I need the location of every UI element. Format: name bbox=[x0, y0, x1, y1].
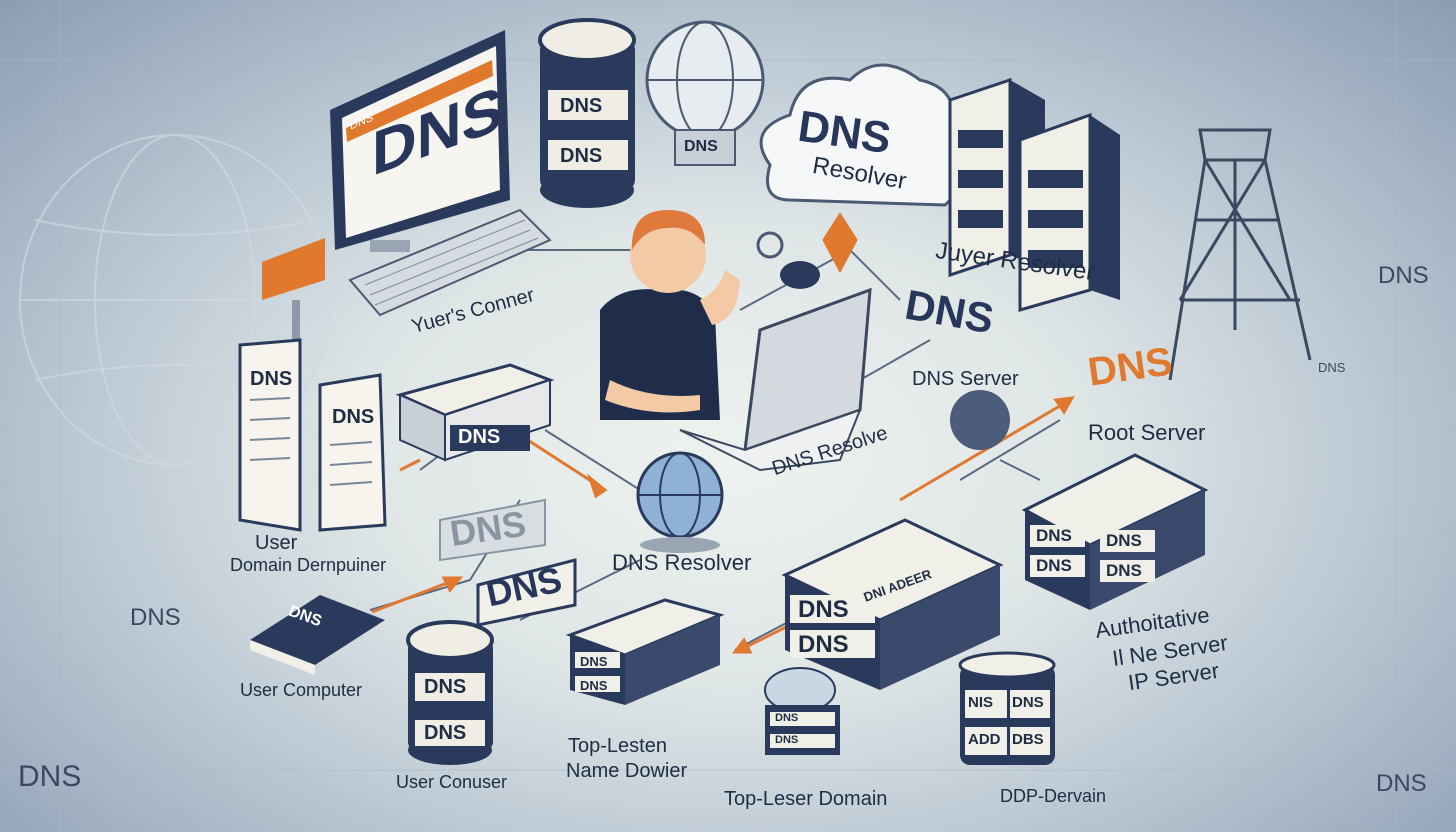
label-user-computer: User Computer bbox=[240, 680, 363, 700]
side-right-label: DNS bbox=[1318, 360, 1346, 375]
server-stack-large-icon bbox=[781, 518, 1004, 690]
label-user-conuser: User Conuser bbox=[396, 772, 508, 792]
label-user: User bbox=[255, 532, 298, 554]
nis-server-stack-icon bbox=[958, 651, 1056, 765]
book-icon bbox=[250, 595, 385, 675]
globe-top-icon bbox=[645, 20, 765, 166]
stack-small-badge-1: DNS bbox=[580, 654, 608, 669]
auth-stack-badge-4: DNS bbox=[1106, 561, 1142, 580]
label-ddp-dervain: DDP-Dervain bbox=[1000, 786, 1107, 806]
dome-stack-badge-2: DNS bbox=[775, 734, 799, 746]
sphere-icon bbox=[950, 390, 1010, 450]
stack-large-badge-2: DNS bbox=[798, 631, 849, 658]
edge-label-left: DNS bbox=[130, 604, 181, 631]
label-dns-server: DNS Server bbox=[912, 368, 1019, 390]
router-icon bbox=[395, 363, 555, 462]
dome-stack-badge-1: DNS bbox=[775, 712, 799, 724]
database-bottom-icon bbox=[406, 620, 494, 765]
keyboard-icon bbox=[348, 208, 552, 317]
database-top-icon bbox=[538, 18, 636, 208]
auth-server-stack-icon bbox=[1021, 453, 1209, 610]
nis-stack-badge-3: ADD bbox=[968, 731, 1001, 748]
label-domain-dernpuiner: Domain Dernpuiner bbox=[230, 555, 387, 575]
document-badge-1: DNS bbox=[250, 368, 293, 390]
server-tower-icon bbox=[948, 77, 1120, 312]
document-icon bbox=[238, 338, 387, 532]
edge-label-bottom-left: DNS bbox=[18, 760, 82, 793]
stack-large-badge-1: DNS bbox=[798, 596, 849, 623]
label-name-dowier: Name Dowier bbox=[566, 760, 688, 782]
flag-icon bbox=[262, 238, 325, 340]
router-badge: DNS bbox=[458, 426, 501, 448]
auth-stack-badge-3: DNS bbox=[1106, 531, 1142, 550]
label-dns-resolver: DNS Resolver bbox=[612, 550, 752, 575]
laptop-icon bbox=[679, 287, 872, 472]
auth-stack-badge-2: DNS bbox=[1036, 556, 1072, 575]
dome-server-icon bbox=[764, 667, 840, 755]
transmission-tower-icon bbox=[1168, 128, 1312, 381]
db-bottom-badge-2: DNS bbox=[424, 722, 467, 744]
nis-stack-badge-4: DBS bbox=[1012, 731, 1044, 748]
mouse-icon bbox=[780, 261, 820, 289]
edge-label-bottom-right: DNS bbox=[1376, 770, 1427, 797]
label-top-lesten: Top-Lesten bbox=[568, 735, 667, 757]
key-icon bbox=[756, 231, 784, 259]
label-top-leser-domain: Top-Leser Domain bbox=[724, 788, 888, 810]
person-icon bbox=[600, 210, 740, 420]
nis-stack-badge-1: NIS bbox=[968, 694, 994, 711]
document-badge-2: DNS bbox=[332, 406, 375, 428]
globe-base-label: DNS bbox=[684, 138, 718, 155]
monitor-icon bbox=[330, 30, 510, 252]
db-top-label-2: DNS bbox=[560, 145, 603, 167]
nis-stack-badge-2: DNS bbox=[1012, 694, 1044, 711]
stack-small-badge-2: DNS bbox=[580, 678, 608, 693]
label-root-server: Root Server bbox=[1088, 420, 1206, 445]
server-stack-small-icon bbox=[565, 598, 725, 705]
db-top-label-1: DNS bbox=[560, 95, 603, 117]
auth-stack-badge-1: DNS bbox=[1036, 526, 1072, 545]
edge-label-right: DNS bbox=[1378, 262, 1429, 289]
globe-center-icon bbox=[636, 451, 724, 553]
dns-plaque-icon bbox=[439, 498, 577, 627]
db-bottom-badge-1: DNS bbox=[424, 676, 467, 698]
